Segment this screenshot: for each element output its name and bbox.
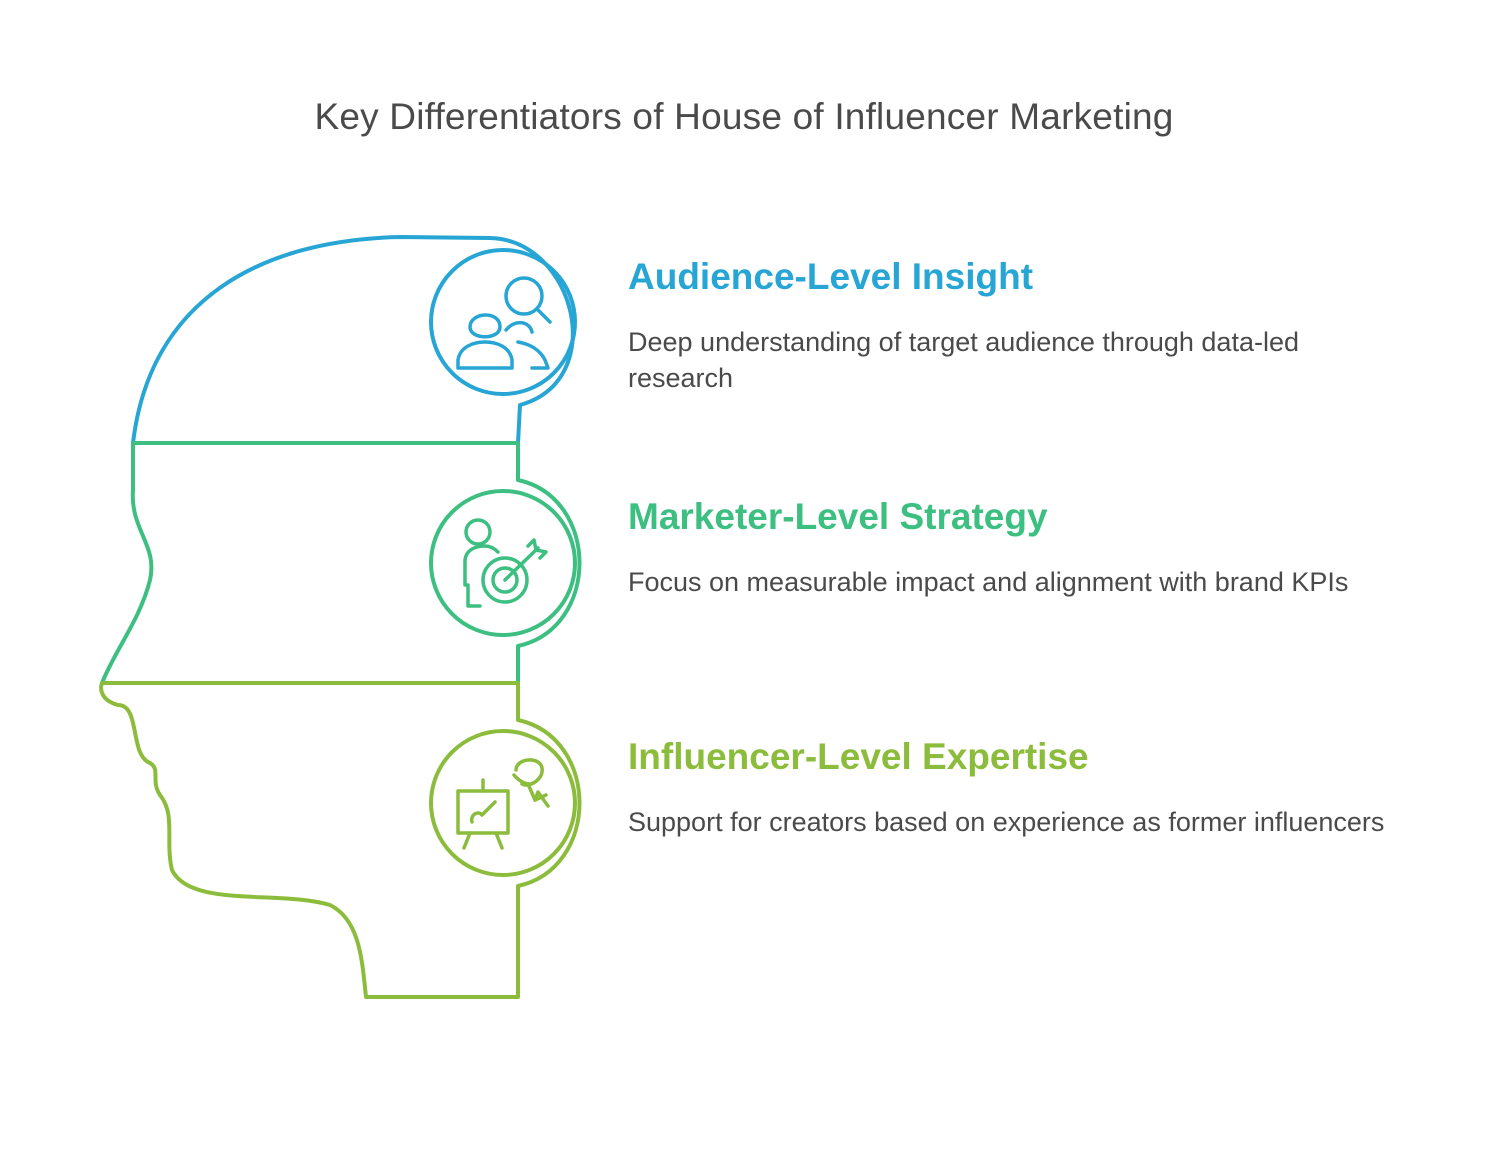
page-title: Key Differentiators of House of Influenc… — [314, 96, 1174, 137]
heading-audience-level-insight: Audience-Level Insight — [628, 256, 1034, 297]
description-influencer-level-expertise: Support for creators based on experience… — [628, 807, 1385, 837]
icon-circle-audience — [429, 248, 577, 396]
icon-circle-strategy — [429, 489, 577, 637]
heading-marketer-level-strategy: Marketer-Level Strategy — [628, 496, 1048, 537]
head-section-bottom — [99, 681, 582, 999]
description-marketer-level-strategy: Focus on measurable impact and alignment… — [628, 567, 1349, 597]
head-section-middle — [100, 441, 582, 685]
description-audience-level-insight: Deep understanding of target audience th… — [628, 327, 1299, 393]
audience-search-icon — [456, 276, 552, 370]
creator-easel-icon — [456, 758, 550, 850]
head-section-top — [131, 235, 575, 445]
person-target-icon — [463, 518, 548, 608]
icon-circle-expertise — [429, 729, 577, 877]
heading-influencer-level-expertise: Influencer-Level Expertise — [628, 736, 1089, 777]
